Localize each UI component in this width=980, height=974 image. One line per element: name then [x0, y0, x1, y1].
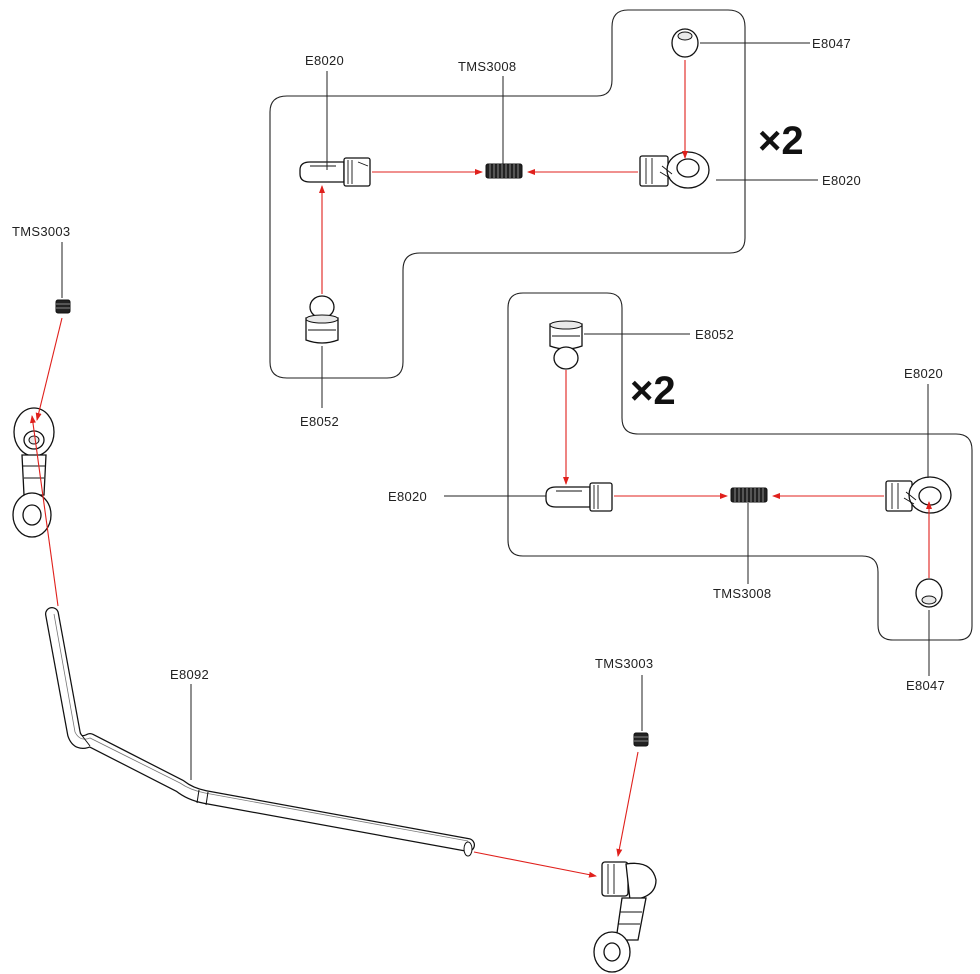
top-ball-stud: [671, 28, 699, 58]
top-rod-end-left: [299, 157, 371, 187]
bottom-arrow-screw-to-link: [616, 751, 639, 857]
left-set-screw: [55, 299, 71, 314]
mid-rod-end-left: [545, 482, 613, 512]
label-top-e8020-right: E8020: [822, 173, 861, 188]
bottom-arrow-bar-to-link: [473, 851, 597, 878]
label-mid-tms3008: TMS3008: [713, 586, 771, 601]
label-bottom-tms3003: TMS3003: [595, 656, 653, 671]
top-rod-end-right: [639, 151, 710, 189]
label-mid-e8020-right: E8020: [904, 366, 943, 381]
left-arrow-bar-to-link: [29, 415, 59, 607]
label-mid-e8047: E8047: [906, 678, 945, 693]
label-left-tms3003: TMS3003: [12, 224, 70, 239]
top-group-frame: [269, 9, 746, 379]
label-top-multiplier: ×2: [758, 119, 804, 163]
middle-group-frame: [507, 292, 973, 641]
mid-set-screw: [730, 487, 768, 503]
left-arrow-screw-to-link: [35, 317, 63, 421]
label-mid-e8052: E8052: [695, 327, 734, 342]
top-set-screw: [485, 163, 523, 179]
bottom-set-screw: [633, 732, 649, 747]
label-top-e8052: E8052: [300, 414, 339, 429]
anti-roll-bar: [45, 607, 475, 857]
mid-rod-end-right: [885, 476, 952, 514]
mid-ball-stud: [915, 578, 943, 608]
label-bar-e8092: E8092: [170, 667, 209, 682]
label-mid-e8020-left: E8020: [388, 489, 427, 504]
mid-ball-e8052: [549, 320, 583, 370]
label-mid-multiplier: ×2: [630, 369, 676, 413]
label-top-tms3008: TMS3008: [458, 59, 516, 74]
top-ball-e8052: [305, 295, 339, 344]
bottom-link-assembly: [593, 861, 657, 973]
label-top-e8020-left: E8020: [305, 53, 344, 68]
label-top-e8047: E8047: [812, 36, 851, 51]
